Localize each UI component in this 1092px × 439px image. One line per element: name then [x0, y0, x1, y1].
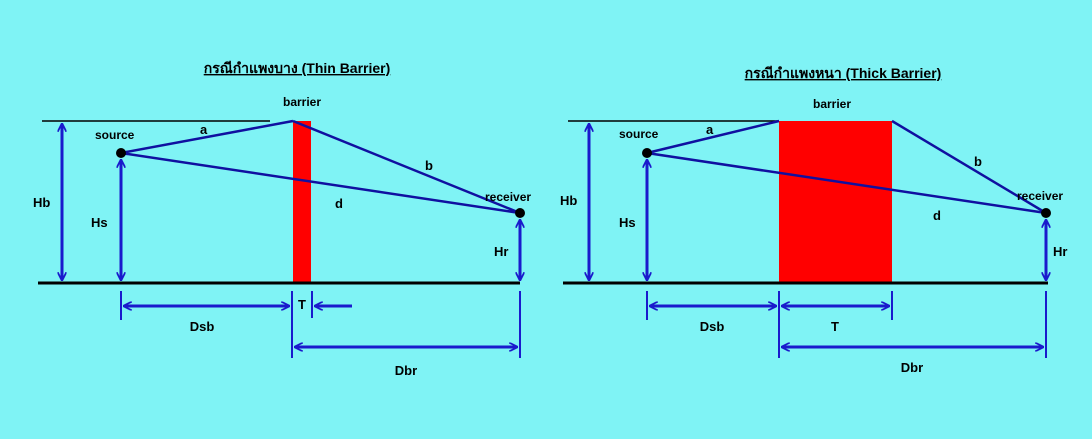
thin-b-label: b	[425, 158, 433, 173]
thin-hr-label: Hr	[494, 244, 508, 259]
thin-path-d	[120, 151, 521, 215]
thin-receiver-point	[515, 208, 525, 218]
thin-dsb-label: Dsb	[190, 319, 215, 334]
thick-receiver-label: receiver	[1017, 189, 1063, 203]
thick-barrier-panel: กรณีกำแพงหนา (Thick Barrier) barrier sou…	[560, 65, 1067, 375]
thin-hb-label: Hb	[33, 195, 50, 210]
thick-receiver-point	[1041, 208, 1051, 218]
thick-b-label: b	[974, 154, 982, 169]
thick-hs-label: Hs	[619, 215, 636, 230]
thin-barrier-wall	[293, 121, 311, 283]
thin-source-label: source	[95, 128, 135, 142]
thick-source-label: source	[619, 127, 659, 141]
thin-title: กรณีกำแพงบาง (Thin Barrier)	[204, 60, 391, 76]
thin-path-b	[292, 119, 521, 215]
thin-t-label: T	[298, 297, 306, 312]
thick-d-label: d	[933, 208, 941, 223]
thick-barrier-wall	[779, 121, 892, 283]
thick-title: กรณีกำแพงหนา (Thick Barrier)	[745, 65, 942, 81]
thin-receiver-label: receiver	[485, 190, 531, 204]
thick-barrier-label: barrier	[813, 97, 851, 111]
thin-barrier-panel: กรณีกำแพงบาง (Thin Barrier) barrier sour…	[33, 60, 531, 378]
thick-hb-label: Hb	[560, 193, 577, 208]
thick-hr-label: Hr	[1053, 244, 1067, 259]
thin-path-a	[120, 119, 294, 155]
thin-source-point	[116, 148, 126, 158]
thick-dbr-label: Dbr	[901, 360, 923, 375]
thin-d-label: d	[335, 196, 343, 211]
thin-barrier-label: barrier	[283, 95, 321, 109]
thick-dsb-label: Dsb	[700, 319, 725, 334]
thick-t-label: T	[831, 319, 839, 334]
thick-path-a	[646, 119, 780, 155]
thick-path-d	[646, 151, 1047, 215]
thick-source-point	[642, 148, 652, 158]
thick-a-label: a	[706, 122, 714, 137]
thin-a-label: a	[200, 122, 208, 137]
thin-hs-label: Hs	[91, 215, 108, 230]
thin-dbr-label: Dbr	[395, 363, 417, 378]
thick-path-b	[891, 119, 1047, 215]
